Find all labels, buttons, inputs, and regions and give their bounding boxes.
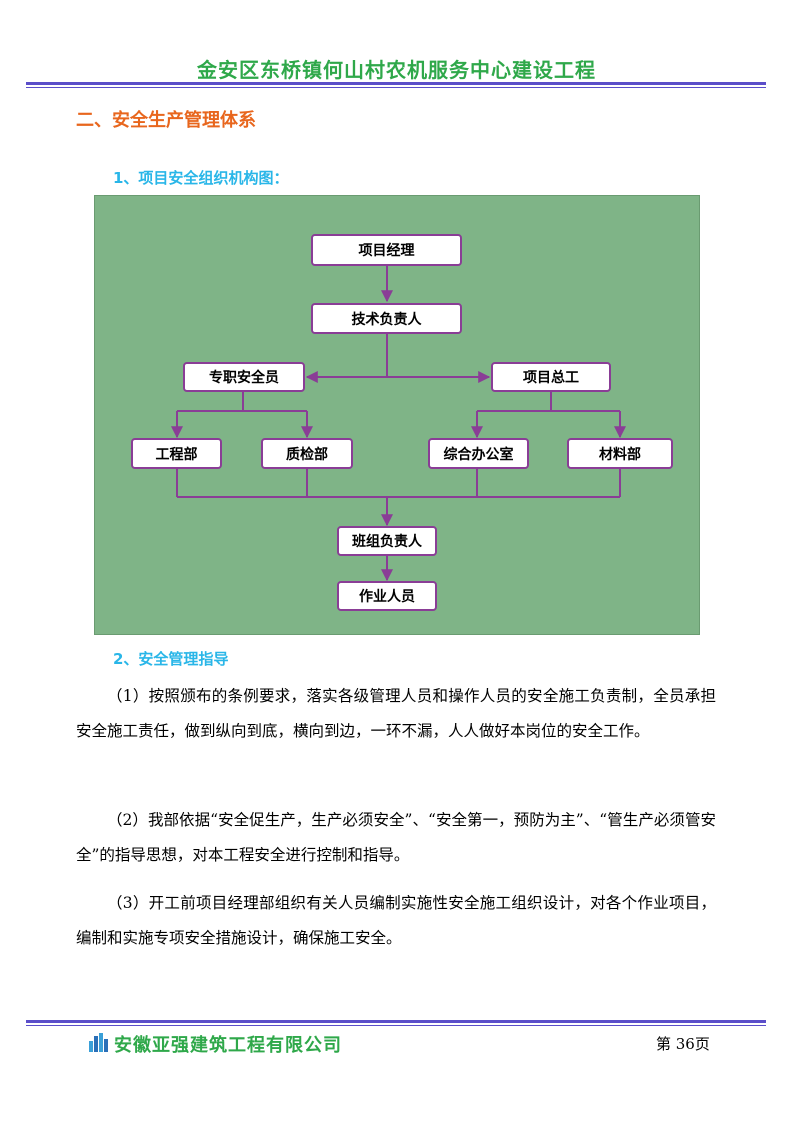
subsection-heading-org-chart: 1、项目安全组织机构图：: [113, 169, 289, 187]
org-chart-connectors: [171, 266, 626, 582]
page-number: 第 36页: [656, 1035, 710, 1053]
node-project-manager: 项目经理: [311, 234, 462, 266]
node-tech-lead: 技术负责人: [311, 303, 462, 334]
company-logo: [89, 1033, 108, 1052]
node-engineering-dept: 工程部: [131, 438, 222, 469]
node-quality-dept: 质检部: [261, 438, 353, 469]
node-chief-engineer: 项目总工: [491, 362, 611, 392]
paragraph-3: （3）开工前项目经理部组织有关人员编制实施性安全施工组织设计，对各个作业项目，编…: [76, 894, 716, 947]
subsection-heading-guidance: 2、安全管理指导: [113, 650, 229, 668]
node-safety-officer: 专职安全员: [183, 362, 305, 392]
footer-company-name: 安徽亚强建筑工程有限公司: [114, 1035, 342, 1056]
header-rule-thin: [26, 87, 766, 88]
org-chart: 项目经理 技术负责人 专职安全员 项目总工 工程部 质检部 综合办公室 材料部 …: [94, 195, 700, 635]
node-materials-dept: 材料部: [567, 438, 673, 469]
paragraph-2: （2）我部依据“安全促生产，生产必须安全”、“安全第一，预防为主”、“管生产必须…: [76, 811, 716, 864]
page-header-title: 金安区东桥镇何山村农机服务中心建设工程: [197, 58, 596, 82]
node-workers: 作业人员: [337, 581, 437, 611]
section-heading: 二、安全生产管理体系: [76, 110, 256, 131]
paragraph-1: （1）按照颁布的条例要求，落实各级管理人员和操作人员的安全施工负责制，全员承担安…: [76, 687, 716, 740]
footer-rule-thin: [26, 1025, 766, 1026]
footer-rule-thick: [26, 1020, 766, 1023]
node-general-office: 综合办公室: [428, 438, 529, 469]
node-team-lead: 班组负责人: [337, 526, 437, 556]
header-rule-thick: [26, 82, 766, 85]
